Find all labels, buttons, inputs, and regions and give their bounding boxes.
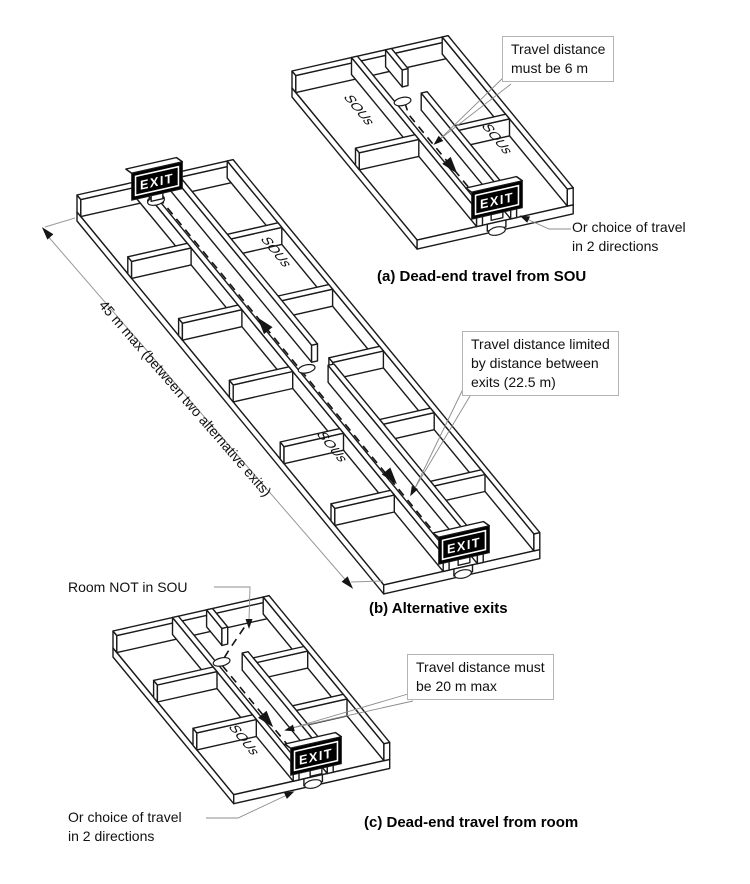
wall-top	[441, 35, 574, 190]
exit-door-swing-icon	[454, 569, 472, 579]
travel-path	[157, 196, 461, 564]
callout-travel-22-5m: Travel distance limited by distance betw…	[462, 331, 619, 396]
door-swing-icon	[297, 363, 316, 374]
leader-arrowhead-icon	[245, 619, 253, 629]
exit-sign-border	[134, 165, 180, 197]
wall-top	[192, 714, 257, 734]
callout-line: exits (22.5 m)	[471, 374, 556, 390]
wall-end	[566, 187, 574, 207]
door-swing-icon	[212, 656, 231, 667]
caption-panel-a: (a) Dead-end travel from SOU	[377, 268, 587, 285]
callout-line: Travel distance	[511, 41, 606, 57]
wall-end	[533, 531, 541, 552]
exit-sign-border	[474, 184, 520, 216]
dimension-extension	[350, 580, 384, 583]
wall-top	[354, 133, 420, 154]
leader-arrowhead-icon	[284, 724, 295, 732]
leader-arrowhead-icon	[410, 485, 418, 497]
label-line: in 2 directions	[68, 828, 155, 844]
dimension-arrowhead-icon	[341, 576, 354, 589]
exit-sign-face	[290, 736, 342, 776]
wall-end	[310, 343, 319, 363]
leader-line	[414, 388, 464, 489]
travel-direction-arrow-icon	[442, 156, 458, 174]
exit-door-swing-icon	[304, 779, 322, 789]
exit-sign: EXIT	[465, 175, 524, 222]
wall-end	[383, 741, 391, 762]
wall-top	[177, 304, 243, 324]
exit-sign: EXIT	[432, 520, 491, 567]
wall-top	[330, 489, 395, 510]
travel-direction-arrow-icon	[381, 467, 397, 485]
label-line: in 2 directions	[572, 238, 659, 254]
exit-sign-face	[438, 525, 490, 565]
exit-sign-face	[471, 180, 523, 220]
exit-door-swing-icon	[488, 226, 506, 236]
exit-sign: EXIT	[284, 731, 343, 778]
caption-panel-b: (b) Alternative exits	[369, 600, 508, 617]
exit-sign-border	[441, 529, 487, 561]
leader-line	[291, 700, 414, 729]
leader-arrowhead-icon	[519, 215, 531, 223]
exit-sign-border	[293, 740, 339, 772]
label-choice-of-travel-c: Or choice of travel in 2 directions	[68, 808, 182, 846]
callout-line: Travel distance must	[416, 659, 545, 675]
callout-line: by distance between	[471, 355, 599, 371]
travel-direction-arrow-icon	[258, 710, 274, 728]
caption-panel-c: (c) Dead-end travel from room	[364, 814, 579, 831]
wall-top	[205, 607, 229, 630]
building-c	[112, 595, 391, 805]
wall-top	[279, 427, 345, 448]
dimension-extension	[44, 217, 76, 228]
label-room-not-in-sou: Room NOT in SOU	[68, 579, 188, 595]
wall-end	[221, 626, 229, 647]
wall-top	[228, 366, 294, 386]
wall-top	[152, 666, 218, 686]
dimension-line	[45, 233, 350, 585]
exit-sign: EXIT	[125, 156, 184, 203]
wall-top	[328, 345, 385, 364]
leader-line	[439, 75, 506, 140]
callout-line: be 20 m max	[416, 678, 497, 694]
leader-arrowhead-icon	[283, 791, 295, 799]
leader-line	[439, 83, 512, 140]
leader-line	[214, 586, 251, 621]
leader-line	[526, 218, 571, 230]
building-b	[76, 158, 541, 595]
dimension-arrowhead-icon	[41, 227, 54, 240]
wall-top	[127, 242, 192, 263]
leader-line	[414, 395, 471, 489]
leader-arrowhead-icon	[433, 135, 444, 145]
callout-travel-20m: Travel distance must be 20 m max	[407, 654, 554, 700]
door-swing-icon	[393, 96, 412, 107]
exit-sign-face	[131, 161, 183, 201]
label-choice-of-travel-a: Or choice of travel in 2 directions	[572, 218, 686, 256]
leader-line	[206, 794, 288, 819]
leader-line	[291, 693, 409, 729]
wall-top	[384, 47, 409, 71]
callout-line: Travel distance limited	[471, 336, 610, 352]
callout-travel-6m: Travel distance must be 6 m	[502, 36, 615, 82]
wall-end	[401, 67, 409, 88]
callout-line: must be 6 m	[511, 60, 589, 76]
label-line: Or choice of travel	[68, 809, 182, 825]
travel-path	[404, 102, 494, 218]
annotations	[41, 75, 571, 819]
travel-direction-arrow-icon	[257, 317, 273, 335]
label-line: Or choice of travel	[572, 219, 686, 235]
